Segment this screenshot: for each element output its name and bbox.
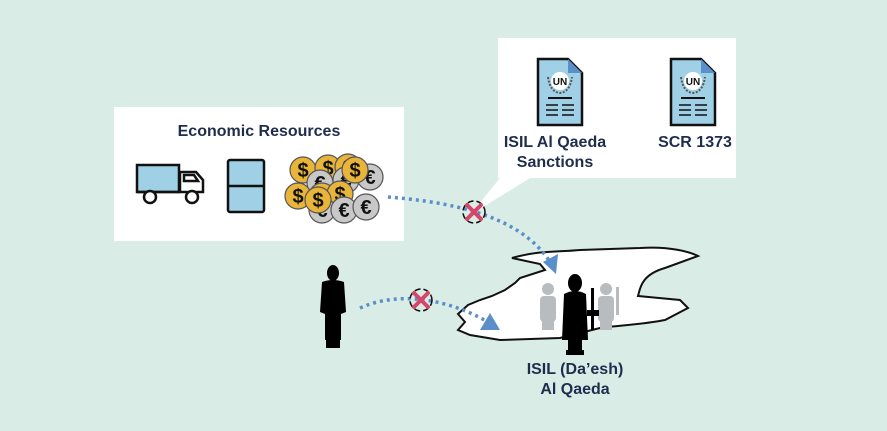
svg-text:$: $ [349,160,360,182]
svg-text:$: $ [292,186,303,208]
person-flow-path [359,296,489,324]
person-silhouette-icon [320,265,346,348]
dollar-coin: $ [304,186,332,214]
soldier-silhouette-grey-left [540,283,556,330]
svg-text:€: € [338,200,349,222]
resource-flow-path [387,195,552,263]
svg-text:€: € [360,197,371,219]
un-document-icon-2: UN [669,57,717,127]
block-x-icon [462,200,486,224]
un-document-icon-1: UN [536,57,584,127]
truck-icon [135,163,205,205]
dollar-coin: $ [341,156,369,184]
coins-icon: $$$€€€$$$€€€$$ [284,153,384,224]
svg-text:$: $ [297,160,308,182]
svg-text:$: $ [334,184,345,206]
scr-1373-label: SCR 1373 [658,134,732,151]
arrowhead-icon [543,254,558,274]
economic-resources-title: Economic Resources [177,123,341,140]
target-label: ISIL (Da’esh) Al Qaeda [526,361,624,398]
barrel-icon [226,158,266,214]
block-x-icon [409,288,433,312]
svg-text:€: € [364,167,375,189]
armed-figure-icon [562,274,599,355]
svg-text:$: $ [312,190,323,212]
arrowhead-icon [480,313,500,330]
svg-text:€: € [340,170,351,192]
svg-text:$: $ [322,158,333,180]
euro-coin: € [352,193,380,221]
soldier-silhouette-grey-right [598,283,619,330]
svg-text:UN: UN [686,77,700,88]
svg-text:UN: UN [553,77,567,88]
sanctions-label: ISIL Al Qaeda Sanctions [503,134,607,171]
